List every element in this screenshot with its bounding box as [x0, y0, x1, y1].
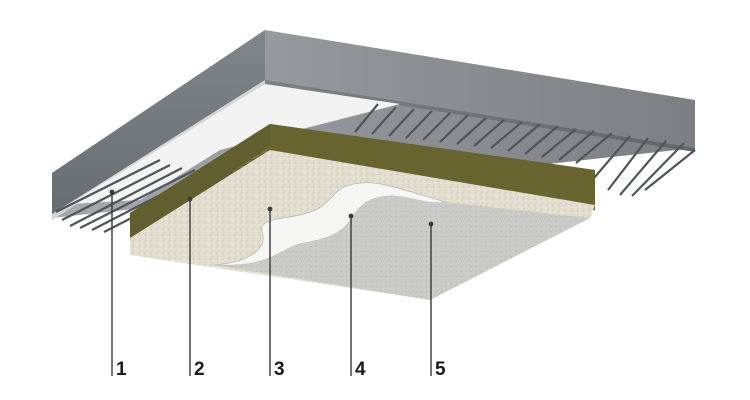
leader-dot-4: [349, 214, 354, 219]
callout-label-1: 1: [116, 359, 127, 380]
callout-label-2: 2: [194, 359, 205, 380]
leader-dot-2: [188, 197, 193, 202]
callout-label-3: 3: [274, 359, 285, 380]
callout-labels: 1 2 3 4 5: [116, 359, 446, 380]
callout-label-5: 5: [435, 359, 446, 380]
callout-label-4: 4: [355, 359, 366, 380]
leader-dot-5: [429, 222, 434, 227]
leader-dot-1: [110, 190, 115, 195]
leader-dot-3: [268, 207, 273, 212]
